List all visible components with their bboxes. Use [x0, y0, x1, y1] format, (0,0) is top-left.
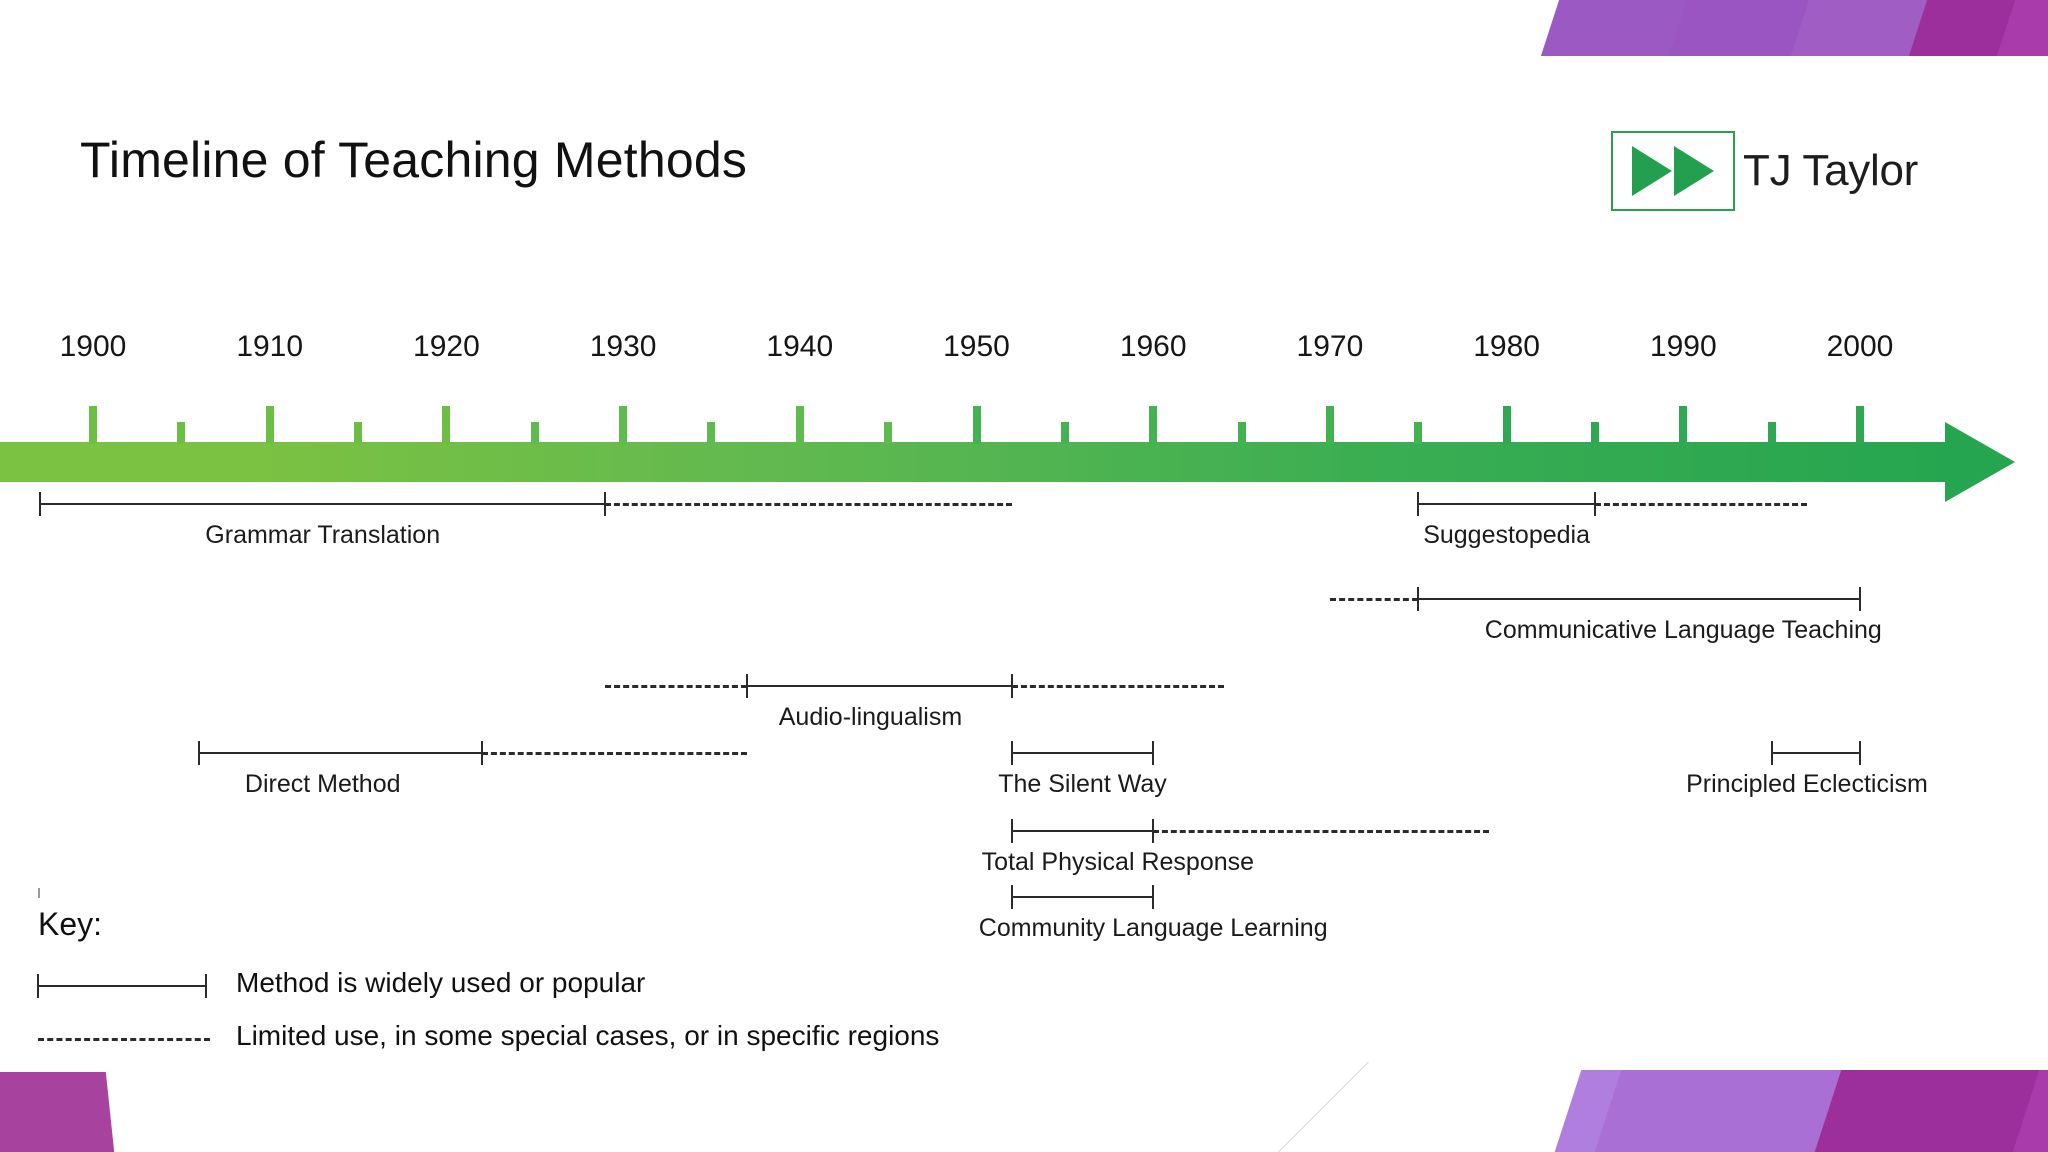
key-swatch-end-cap	[37, 974, 39, 998]
axis-tick-minor	[1237, 422, 1246, 444]
method-bar-dashed	[481, 752, 747, 755]
bar-end-cap	[1770, 741, 1773, 765]
method-bar-dashed	[605, 685, 747, 688]
axis-year-label: 2000	[1826, 330, 1894, 363]
method-bar-dashed	[1329, 598, 1419, 601]
axis-tick-major	[1856, 406, 1864, 444]
double-triangle-play-icon	[1611, 131, 1735, 211]
triangle-icon	[1632, 146, 1672, 196]
bar-end-cap	[1010, 819, 1013, 843]
axis-tick-minor	[1060, 422, 1069, 444]
key-swatch-dashed	[38, 1038, 210, 1041]
key-swatch-end-cap	[205, 974, 207, 998]
key-label: Method is widely used or popular	[236, 967, 646, 998]
axis-year-label: 1900	[59, 330, 127, 363]
method-bar-dashed	[1594, 503, 1807, 506]
axis-tick-major	[89, 406, 97, 444]
method-label: Community Language Learning	[978, 914, 1328, 942]
bar-end-cap	[1417, 587, 1420, 611]
brand-name: TJ Taylor	[1743, 146, 1918, 195]
axis-year-label: 1970	[1296, 330, 1364, 363]
method-bar-dashed	[605, 503, 1012, 506]
axis-tick-minor	[530, 422, 539, 444]
bar-end-cap	[1152, 741, 1155, 765]
bar-end-cap	[1859, 587, 1861, 611]
bar-end-cap	[1417, 492, 1420, 516]
method-label: Communicative Language Teaching	[1484, 616, 1882, 644]
method-label: The Silent Way	[998, 770, 1167, 798]
triangle-icon	[1674, 146, 1714, 196]
bar-end-cap	[745, 674, 748, 698]
axis-tick-minor	[354, 422, 363, 444]
method-label: Principled Eclecticism	[1686, 770, 1928, 798]
axis-tick-minor	[884, 422, 893, 444]
method-label: Direct Method	[244, 770, 401, 798]
axis-year-label: 1960	[1119, 330, 1187, 363]
brand-logo: TJ Taylor	[1611, 131, 1918, 211]
axis-tick-major	[1679, 406, 1688, 444]
bar-end-cap	[198, 741, 201, 765]
axis-year-label: 1910	[236, 330, 304, 363]
method-bar-solid	[1418, 598, 1860, 600]
axis-tick-major	[265, 406, 274, 444]
key-label: Limited use, in some special cases, or i…	[236, 1020, 940, 1051]
key-title: Key:	[38, 906, 103, 942]
timeline-axis: 1900 1910 1920 1930 1940 1950 1960 1970 1980 1990…	[0, 330, 2048, 502]
axis-year-label: 1980	[1473, 330, 1540, 363]
axis-tick-major	[619, 406, 628, 444]
bar-end-cap	[38, 492, 41, 516]
axis-tick-minor	[1767, 422, 1776, 444]
axis-tick-minor	[1590, 422, 1599, 444]
axis-tick-major	[972, 406, 981, 444]
axis-year-label: 1930	[589, 330, 657, 363]
axis-tick-minor	[177, 422, 186, 444]
axis-tick-major	[795, 406, 804, 444]
axis-tick-major	[1149, 406, 1158, 444]
method-bar-solid	[746, 685, 1012, 687]
method-bar-solid	[199, 752, 482, 754]
method-bar-dashed	[1153, 830, 1489, 833]
timeline-arrow-head	[1945, 422, 2015, 502]
method-label: Suggestopedia	[1423, 521, 1590, 549]
method-bar-solid	[1418, 503, 1595, 505]
bar-end-cap	[1152, 885, 1155, 909]
axis-year-label: 1950	[943, 330, 1010, 363]
method-label: Grammar Translation	[205, 521, 441, 549]
axis-tick-major	[1502, 406, 1511, 444]
axis-tick-major	[1325, 406, 1334, 444]
method-bar-dashed	[1011, 685, 1224, 688]
bar-end-cap	[1010, 885, 1013, 909]
axis-year-label: 1990	[1649, 330, 1717, 363]
method-bar-solid	[1011, 752, 1154, 754]
key-swatch-solid	[38, 985, 206, 987]
axis-year-label: 1920	[413, 330, 480, 363]
method-bar-solid	[1011, 830, 1154, 832]
timeline-arrow-bar	[0, 442, 1953, 482]
page-title: Timeline of Teaching Methods	[80, 132, 748, 188]
axis-tick-major	[442, 406, 451, 444]
method-label: Total Physical Response	[981, 848, 1255, 876]
decor-tick	[38, 888, 40, 898]
axis-year-label: 1940	[766, 330, 834, 363]
method-bar-solid	[39, 503, 606, 505]
axis-tick-minor	[1414, 422, 1423, 444]
method-label: Audio-lingualism	[778, 703, 963, 731]
method-bar-solid	[1771, 752, 1860, 754]
method-bar-solid	[1011, 896, 1154, 898]
axis-tick-minor	[707, 422, 716, 444]
bar-end-cap	[1859, 741, 1861, 765]
bar-end-cap	[1010, 741, 1013, 765]
